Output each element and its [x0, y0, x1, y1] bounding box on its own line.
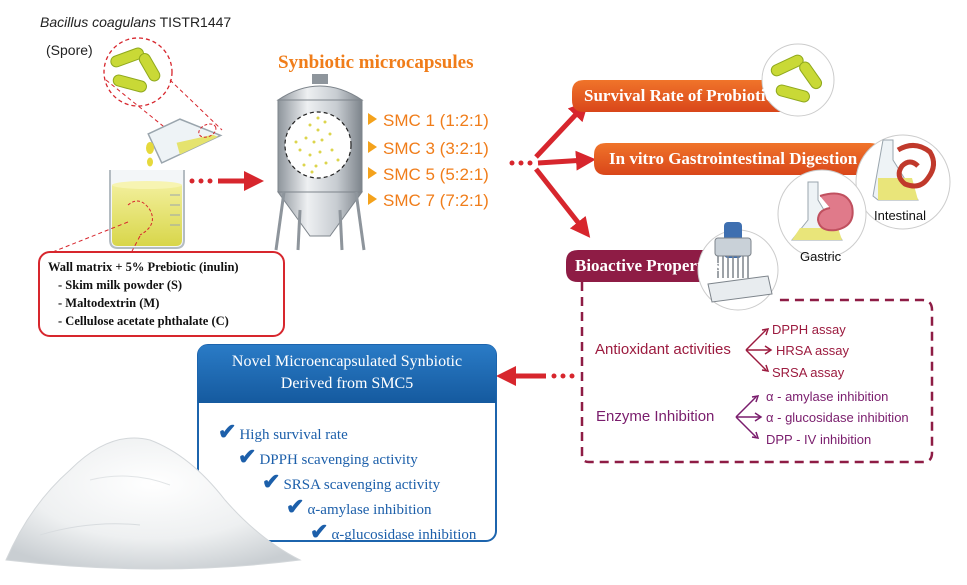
- powder-pile-illustration: [5, 437, 302, 570]
- result-item: ✔High survival rate: [218, 419, 348, 445]
- pipette-microplate-icon: [697, 222, 779, 311]
- bioactive-frame: [580, 282, 934, 464]
- checkmark-icon: ✔: [238, 444, 257, 469]
- wall-matrix-title: Wall matrix + 5% Prebiotic (inulin): [48, 260, 239, 274]
- smc-item: SMC 5 (5:2:1): [368, 165, 489, 185]
- spray-dryer-tank-icon: [274, 74, 366, 251]
- fanout-arrows: [509, 100, 596, 238]
- arrow-to-tank: [189, 171, 264, 191]
- smc-item: SMC 1 (1:2:1): [368, 111, 489, 131]
- result-box-header: [198, 345, 496, 403]
- synbiotic-title: Synbiotic microcapsules: [278, 52, 474, 73]
- assay-hrsa: HRSA assay: [776, 343, 849, 358]
- result-title-line: Novel Microencapsulated Synbiotic: [231, 353, 463, 370]
- checkmark-icon: ✔: [262, 469, 281, 494]
- result-title: Novel Microencapsulated Synbiotic Derive…: [198, 351, 496, 395]
- result-item-label: α-amylase inhibition: [307, 502, 432, 518]
- arrow-to-result: [496, 366, 575, 386]
- assay-dpph: DPPH assay: [772, 322, 846, 337]
- triangle-bullet-icon: [368, 167, 377, 179]
- checkmark-icon: ✔: [310, 519, 329, 544]
- wall-matrix-box: Wall matrix + 5% Prebiotic (inulin) - Sk…: [38, 251, 285, 337]
- intestinal-label: Intestinal: [874, 208, 927, 223]
- enzyme-label: Enzyme Inhibition: [596, 408, 715, 425]
- assay-amylase: α - amylase inhibition: [766, 389, 889, 404]
- survival-bacteria-icon: [761, 43, 835, 117]
- result-item-label: α-glucosidase inhibition: [331, 527, 477, 543]
- gastric-icon: [777, 169, 867, 259]
- triangle-bullet-icon: [368, 193, 377, 205]
- gastric-label: Gastric: [800, 249, 842, 264]
- result-item: ✔α-amylase inhibition: [286, 494, 432, 520]
- antioxidant-branches: [745, 328, 773, 372]
- smc-label: SMC 7 (7:2:1): [383, 191, 489, 210]
- beaker-icon: [109, 170, 185, 249]
- result-item: ✔SRSA scavenging activity: [262, 469, 440, 495]
- triangle-bullet-icon: [368, 113, 377, 125]
- enzyme-branches: [735, 395, 763, 439]
- smc-label: SMC 5 (5:2:1): [383, 165, 489, 184]
- wall-matrix-item: - Skim milk powder (S): [58, 278, 183, 292]
- antioxidant-label: Antioxidant activities: [595, 341, 731, 358]
- pouring-flask-icon: [147, 118, 223, 164]
- assay-glucosidase: α - glucosidase inhibition: [766, 410, 909, 425]
- bioactive-label: Bioactive Properties: [575, 256, 722, 275]
- checkmark-icon: ✔: [218, 419, 237, 444]
- result-title-line: Derived from SMC5: [280, 375, 414, 392]
- survival-label: Survival Rate of Probiotic: [584, 86, 774, 105]
- triangle-bullet-icon: [368, 141, 377, 153]
- checkmark-icon: ✔: [286, 494, 305, 519]
- smc-label: SMC 1 (1:2:1): [383, 111, 489, 130]
- assay-srsa: SRSA assay: [772, 365, 845, 380]
- result-item-label: High survival rate: [239, 427, 348, 443]
- result-item-label: DPPH scavenging activity: [259, 452, 418, 468]
- smc-item: SMC 3 (3:2:1): [368, 139, 489, 159]
- result-item: ✔DPPH scavenging activity: [238, 444, 418, 470]
- bioactive-bar: [566, 250, 734, 282]
- strain-name: TISTR1447: [159, 14, 232, 30]
- digestion-bar: [594, 143, 882, 175]
- smc-label: SMC 3 (3:2:1): [383, 139, 489, 158]
- species-name: Bacillus coagulans: [40, 14, 156, 30]
- digestion-label: In vitro Gastrointestinal Digestion: [609, 149, 858, 168]
- organism-label: Bacillus coagulans TISTR1447: [40, 14, 231, 30]
- spore-label: (Spore): [46, 42, 93, 58]
- result-item-label: SRSA scavenging activity: [283, 477, 441, 493]
- wall-matrix-item: - Cellulose acetate phthalate (C): [58, 314, 229, 328]
- intestinal-icon: [855, 134, 951, 230]
- assay-dpp4: DPP - IV inhibition: [766, 432, 872, 447]
- spore-bacteria-icon: [103, 37, 173, 107]
- smc-item: SMC 7 (7:2:1): [368, 191, 489, 211]
- survival-bar: [572, 80, 792, 112]
- wall-matrix-item: - Maltodextrin (M): [58, 296, 160, 310]
- result-item: ✔α-glucosidase inhibition: [310, 519, 476, 545]
